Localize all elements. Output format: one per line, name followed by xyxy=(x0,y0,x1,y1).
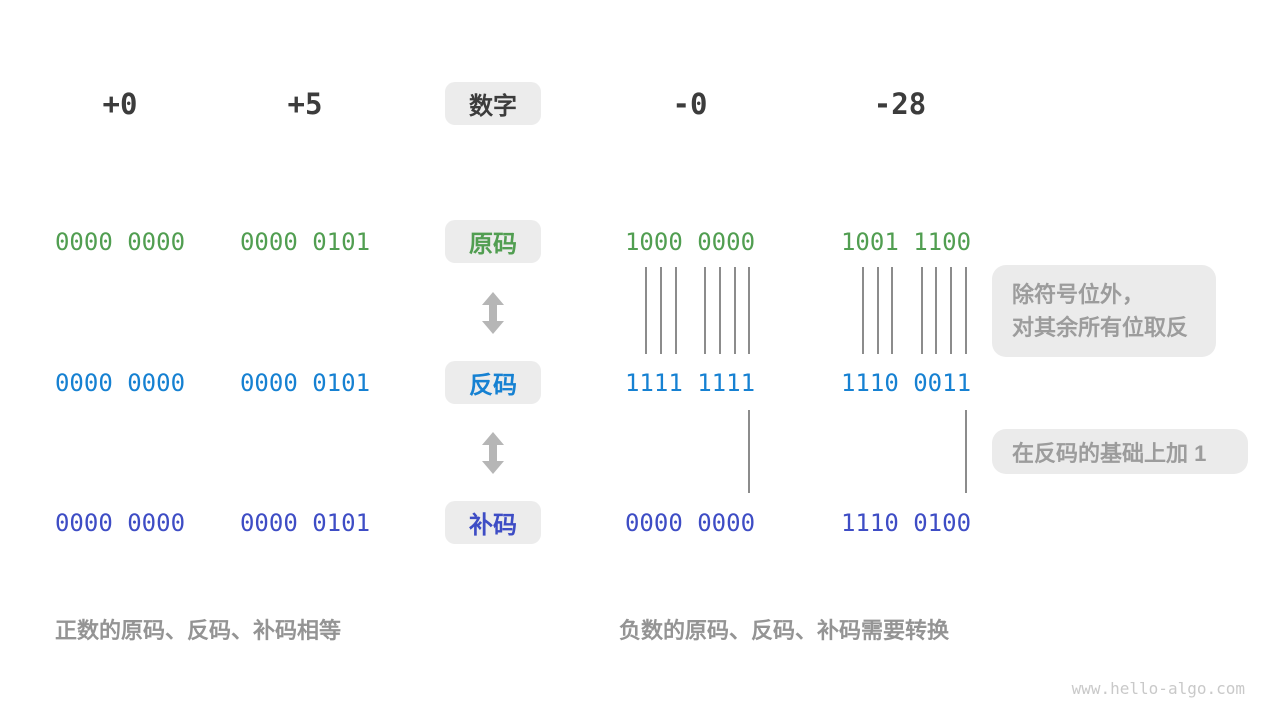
caption-positive-numbers: 正数的原码、反码、补码相等 xyxy=(55,618,342,643)
badge-number: 数字 xyxy=(445,82,541,125)
bit-connector-line xyxy=(950,267,952,354)
note-invert-bits: 除符号位外， 对其余所有位取反 xyxy=(992,265,1216,357)
twos-neg-zero: 0000 0000 xyxy=(624,509,756,537)
number-header-pos-zero: +0 xyxy=(102,87,138,121)
orig-neg-zero: 1000 0000 xyxy=(624,228,756,256)
orig-pos-zero: 0000 0000 xyxy=(54,228,186,256)
number-header-pos-five: +5 xyxy=(287,87,323,121)
bit-connector-line xyxy=(965,267,967,354)
note-invert-line2: 对其余所有位取反 xyxy=(1012,315,1189,340)
orig-pos-five: 0000 0101 xyxy=(239,228,371,256)
watermark-url: www.hello-algo.com xyxy=(1071,679,1245,698)
badge-ones-complement: 反码 xyxy=(445,361,541,404)
orig-neg-28: 1001 1100 xyxy=(840,228,972,256)
bit-connector-line xyxy=(891,267,893,354)
badge-sign-magnitude: 原码 xyxy=(445,220,541,263)
ones-pos-zero: 0000 0000 xyxy=(54,369,186,397)
note-add-one-text: 在反码的基础上加 1 xyxy=(1012,440,1207,466)
twos-pos-zero: 0000 0000 xyxy=(54,509,186,537)
bit-connector-line xyxy=(704,267,706,354)
note-add-one: 在反码的基础上加 1 xyxy=(992,429,1248,474)
ones-neg-zero: 1111 1111 xyxy=(624,369,756,397)
swap-arrow-icon xyxy=(482,292,504,334)
bit-connector-line xyxy=(862,267,864,354)
bit-connector-line xyxy=(660,267,662,354)
number-header-neg-28: -28 xyxy=(873,87,927,121)
bit-connector-line xyxy=(719,267,721,354)
bit-connector-line xyxy=(734,267,736,354)
ones-neg-28: 1110 0011 xyxy=(840,369,972,397)
bit-connector-line xyxy=(935,267,937,354)
bit-connector-line xyxy=(645,267,647,354)
bit-connector-line xyxy=(675,267,677,354)
swap-arrow-icon xyxy=(482,432,504,474)
bit-connector-line xyxy=(748,267,750,354)
bit-connector-line xyxy=(877,267,879,354)
number-header-neg-zero: -0 xyxy=(672,87,708,121)
twos-neg-28: 1110 0100 xyxy=(840,509,972,537)
twos-pos-five: 0000 0101 xyxy=(239,509,371,537)
badge-twos-complement: 补码 xyxy=(445,501,541,544)
note-invert-line1: 除符号位外， xyxy=(1012,282,1145,307)
add-one-connector-line xyxy=(748,410,750,493)
ones-pos-five: 0000 0101 xyxy=(239,369,371,397)
caption-negative-numbers: 负数的原码、反码、补码需要转换 xyxy=(619,618,950,643)
bit-connector-line xyxy=(921,267,923,354)
add-one-connector-line xyxy=(965,410,967,493)
